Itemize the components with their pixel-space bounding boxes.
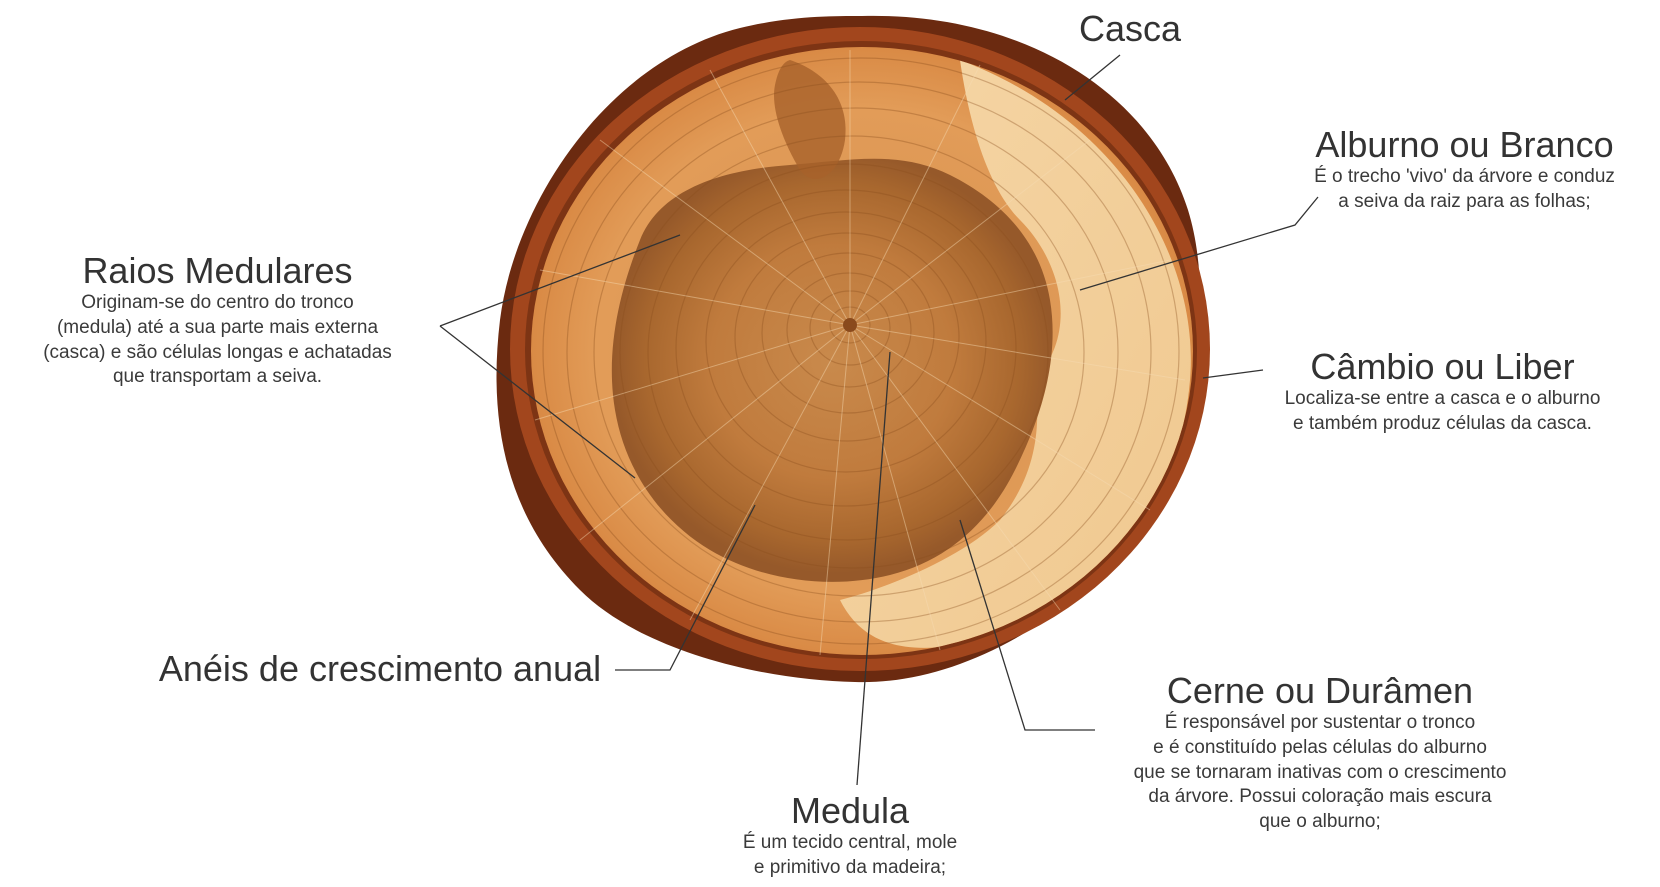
label-casca: Casca xyxy=(1040,8,1220,49)
cerne-description: É responsável por sustentar o tronco e é… xyxy=(1095,711,1545,834)
label-raios: Raios Medulares Originam-se do centro do… xyxy=(10,250,425,390)
alburno-title: Alburno ou Branco xyxy=(1292,124,1637,165)
alburno-description: É o trecho 'vivo' da árvore e conduz a s… xyxy=(1292,165,1637,214)
label-medula: Medula É um tecido central, mole e primi… xyxy=(700,790,1000,881)
casca-title: Casca xyxy=(1040,8,1220,49)
label-cambio: Câmbio ou Liber Localiza-se entre a casc… xyxy=(1250,346,1635,437)
cambio-title: Câmbio ou Liber xyxy=(1250,346,1635,387)
cerne-title: Cerne ou Durâmen xyxy=(1095,670,1545,711)
label-aneis: Anéis de crescimento anual xyxy=(150,648,610,689)
cambio-description: Localiza-se entre a casca e o alburno e … xyxy=(1250,387,1635,436)
medula-title: Medula xyxy=(700,790,1000,831)
label-cerne: Cerne ou Durâmen É responsável por suste… xyxy=(1095,670,1545,835)
medula-description: É um tecido central, mole e primitivo da… xyxy=(700,831,1000,880)
pith xyxy=(843,318,857,332)
raios-title: Raios Medulares xyxy=(10,250,425,291)
raios-description: Originam-se do centro do tronco (medula)… xyxy=(10,291,425,390)
aneis-title: Anéis de crescimento anual xyxy=(150,648,610,689)
label-alburno: Alburno ou Branco É o trecho 'vivo' da á… xyxy=(1292,124,1637,215)
